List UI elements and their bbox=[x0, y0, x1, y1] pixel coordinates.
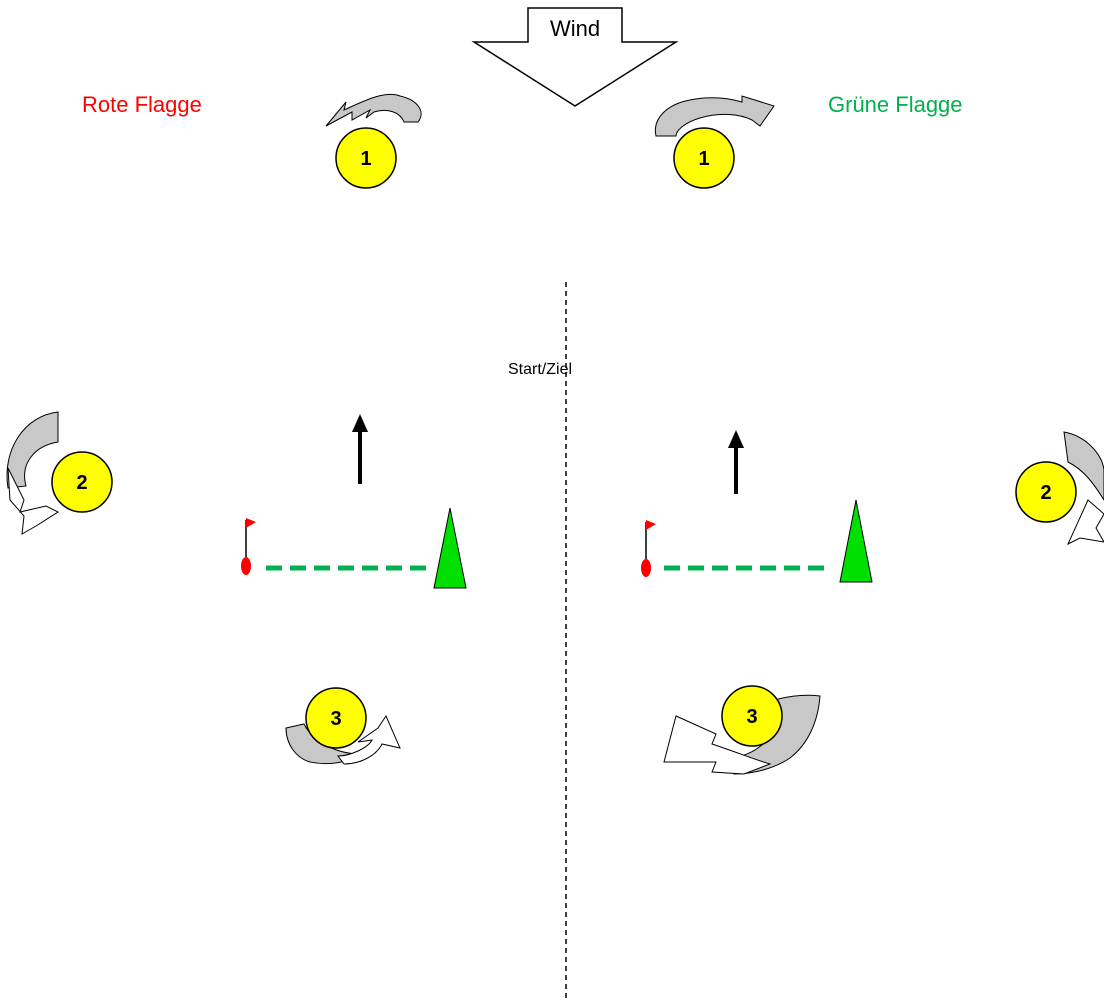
red-flag-label: Rote Flagge bbox=[82, 92, 202, 117]
upwind-arrow-icon bbox=[728, 430, 744, 494]
mark-number: 1 bbox=[698, 148, 709, 170]
mark-number: 3 bbox=[746, 706, 757, 728]
rounding-arrow-icon bbox=[6, 411, 60, 535]
mark-number: 3 bbox=[330, 708, 341, 730]
mark-1-left: 1 bbox=[335, 127, 397, 189]
mark-2-left: 2 bbox=[51, 451, 113, 513]
wind-arrow: Wind bbox=[471, 7, 679, 107]
mark-number: 1 bbox=[360, 148, 371, 170]
wind-label: Wind bbox=[550, 16, 600, 41]
upwind-arrow-icon bbox=[352, 414, 368, 484]
green-buoy-icon bbox=[433, 507, 467, 589]
green-buoy-icon bbox=[839, 499, 873, 583]
mark-3-right: 3 bbox=[721, 685, 783, 747]
green-flag-label: Grüne Flagge bbox=[828, 92, 963, 117]
rounding-arrow-icon bbox=[1063, 431, 1104, 546]
mark-2-right: 2 bbox=[1015, 461, 1077, 523]
rounding-arrow-icon bbox=[325, 94, 422, 127]
red-flag-icon bbox=[241, 518, 256, 575]
mark-number: 2 bbox=[76, 472, 87, 494]
rounding-arrow-icon bbox=[654, 95, 775, 137]
mark-1-right: 1 bbox=[673, 127, 735, 189]
mark-3-left: 3 bbox=[305, 687, 367, 749]
red-flag-icon bbox=[641, 520, 656, 577]
mark-number: 2 bbox=[1040, 482, 1051, 504]
start-finish-label: Start/Ziel bbox=[508, 361, 572, 378]
